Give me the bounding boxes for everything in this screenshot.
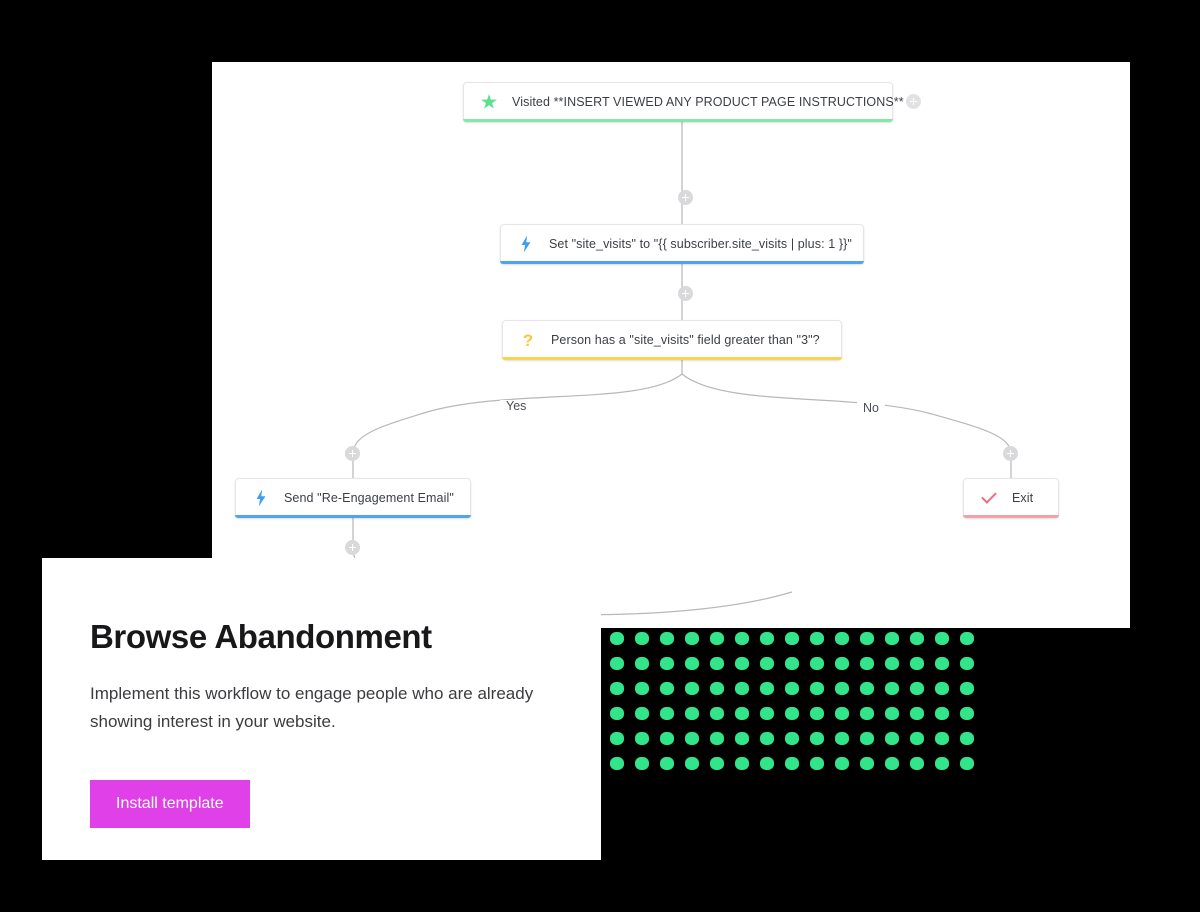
node-label: Send "Re-Engagement Email" — [284, 490, 454, 505]
green-dot-pattern — [610, 632, 985, 782]
lightning-icon — [517, 235, 535, 253]
branch-label-no: No — [857, 402, 885, 415]
add-step-button-trigger-right[interactable] — [906, 94, 921, 109]
add-step-button-below-email[interactable] — [345, 540, 360, 555]
workflow-canvas[interactable]: Visited **INSERT VIEWED ANY PRODUCT PAGE… — [212, 62, 1130, 628]
workflow-node-set-field[interactable]: Set "site_visits" to "{{ subscriber.site… — [500, 224, 864, 264]
node-label: Exit — [1012, 490, 1034, 505]
template-info-card: Browse Abandonment Implement this workfl… — [42, 558, 601, 860]
lightning-icon — [252, 489, 270, 507]
card-description: Implement this workflow to engage people… — [90, 683, 534, 731]
workflow-node-trigger[interactable]: Visited **INSERT VIEWED ANY PRODUCT PAGE… — [463, 82, 904, 122]
add-step-button-above-email[interactable] — [345, 446, 360, 461]
add-step-button-above-set[interactable] — [678, 190, 693, 205]
check-icon — [980, 489, 998, 507]
card-title: Browse Abandonment — [90, 618, 432, 655]
star-icon — [480, 93, 498, 111]
node-label: Visited **INSERT VIEWED ANY PRODUCT PAGE… — [512, 94, 904, 109]
branch-label-yes: Yes — [500, 400, 533, 413]
workflow-node-send-email[interactable]: Send "Re-Engagement Email" — [235, 478, 471, 518]
node-label: Person has a "site_visits" field greater… — [551, 332, 820, 347]
workflow-node-exit[interactable]: Exit — [963, 478, 1059, 518]
question-icon: ? — [522, 330, 534, 350]
node-label: Set "site_visits" to "{{ subscriber.site… — [549, 236, 852, 251]
install-template-button[interactable]: Install template — [90, 780, 250, 829]
workflow-node-condition[interactable]: ? Person has a "site_visits" field great… — [502, 320, 842, 360]
add-step-button-above-condition[interactable] — [678, 286, 693, 301]
add-step-button-above-exit[interactable] — [1003, 446, 1018, 461]
